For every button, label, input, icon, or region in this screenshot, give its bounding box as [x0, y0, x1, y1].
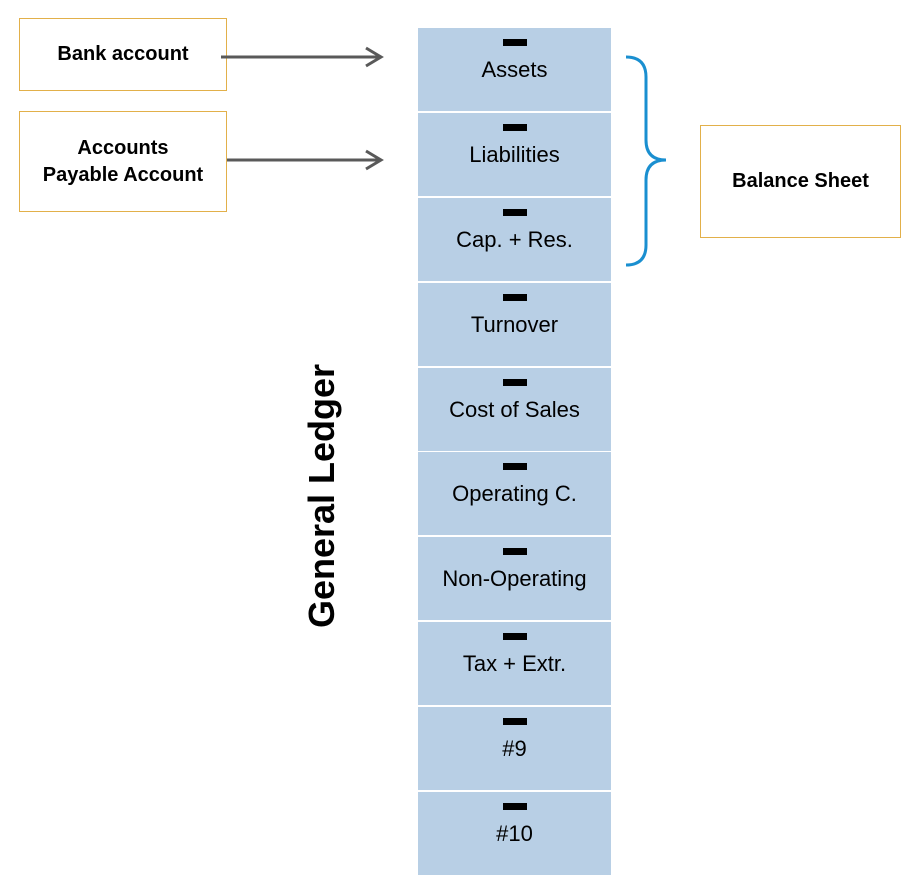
ledger-cell-operating-costs: Operating C. [418, 452, 611, 535]
minus-icon [503, 548, 527, 555]
ledger-cell-turnover: Turnover [418, 283, 611, 366]
ledger-cell-cost-of-sales: Cost of Sales [418, 368, 611, 451]
ledger-cell-label: Operating C. [452, 481, 577, 506]
ledger-cell-label: Turnover [470, 312, 559, 337]
bank-account-box: Bank account [19, 18, 227, 91]
minus-icon [503, 124, 527, 131]
ledger-cell-tax-extraordinary: Tax + Extr. [418, 622, 611, 705]
balance-sheet-label: Balance Sheet [732, 170, 869, 192]
ledger-cell-label: Non-Operating [442, 566, 587, 591]
ledger-cell-label: Cost of Sales [449, 397, 580, 422]
ledger-cell-label: Cap. + Res. [456, 227, 573, 252]
accounts-payable-label-line1: Accounts [77, 136, 169, 159]
minus-icon [503, 633, 527, 640]
accounts-payable-label-line2: Payable Account [42, 163, 204, 186]
ledger-cell-capital-reserves: Cap. + Res. [418, 198, 611, 281]
balance-sheet-brace-icon [625, 55, 667, 267]
ledger-cell-label: Tax + Extr. [462, 651, 567, 676]
ledger-cell-label: #9 [502, 736, 527, 761]
general-ledger-stack: Assets Liabilities Cap. + Res. Turnover … [418, 28, 611, 876]
minus-icon [503, 718, 527, 725]
ledger-cell-9: #9 [418, 707, 611, 790]
minus-icon [503, 294, 527, 301]
minus-icon [503, 39, 527, 46]
balance-sheet-box: Balance Sheet [700, 125, 901, 238]
bank-account-label: Bank account [57, 43, 189, 65]
minus-icon [503, 803, 527, 810]
ledger-cell-liabilities: Liabilities [418, 113, 611, 196]
ledger-cell-label: Assets [481, 57, 548, 82]
accounts-payable-box: Accounts Payable Account [19, 111, 227, 212]
payable-arrowhead-icon [365, 149, 384, 171]
minus-icon [503, 463, 527, 470]
ledger-cell-assets: Assets [418, 28, 611, 111]
ledger-cell-label: #10 [496, 821, 533, 846]
ledger-cell-non-operating: Non-Operating [418, 537, 611, 620]
minus-icon [503, 379, 527, 386]
bank-arrowhead-icon [365, 46, 384, 68]
ledger-cell-10: #10 [418, 792, 611, 875]
minus-icon [503, 209, 527, 216]
ledger-cell-label: Liabilities [469, 142, 560, 167]
